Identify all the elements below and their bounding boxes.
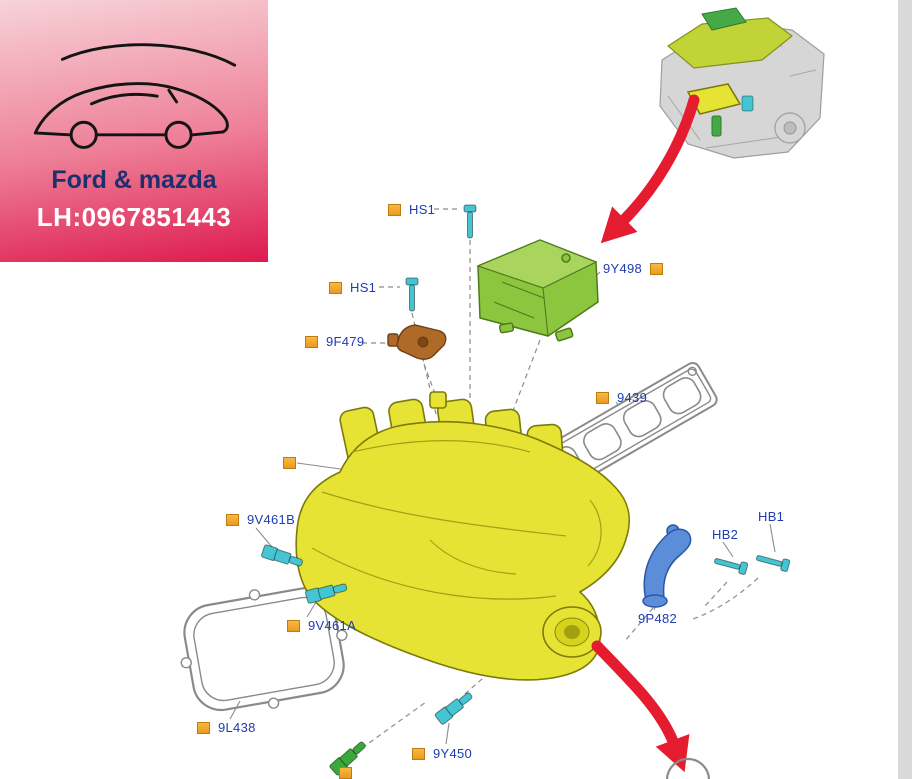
part-label-9439: 9439 (596, 390, 647, 405)
bolt-art-hs1-a (463, 204, 477, 239)
red-arrow-top-icon (600, 94, 700, 244)
part-number: 9V461B (247, 512, 296, 527)
part-art-seal-ring (665, 757, 711, 779)
part-marker-icon (596, 391, 609, 404)
part-label-9f479: 9F479 (305, 334, 364, 349)
logo-phone-text: LH:0967851443 (36, 202, 232, 232)
part-label-hb2: HB2 (712, 527, 738, 542)
part-label-9y450: 9Y450 (412, 746, 472, 761)
part-number: HB1 (758, 509, 785, 524)
part-marker-icon (305, 335, 318, 348)
part-label-9l438: 9L438 (197, 720, 256, 735)
part-art-9y498-air-box (476, 239, 599, 342)
part-number: 9Y498 (603, 261, 643, 276)
part-label-hs1-b: HS1 (329, 280, 376, 295)
engine-thumbnail-art (659, 7, 825, 159)
part-number: 9439 (617, 390, 648, 405)
sensor-art-9y450 (433, 689, 476, 726)
part-number: HS1 (350, 280, 377, 295)
red-arrow-bottom-icon (591, 640, 690, 773)
bolt-art-hb2 (712, 554, 749, 576)
part-art-9f479-sensor (387, 324, 447, 360)
part-marker-icon (650, 262, 664, 275)
bolt-art-hs1-b (405, 277, 419, 312)
part-label-9v461a: 9V461A (287, 618, 356, 633)
part-marker-icon (287, 619, 300, 632)
part-marker-icon (339, 767, 352, 779)
car-logo-icon (33, 43, 237, 149)
part-marker-icon (283, 457, 296, 469)
part-number: 9L438 (218, 720, 256, 735)
part-label-hs1-a: HS1 (388, 202, 435, 217)
part-number: 9F479 (326, 334, 365, 349)
part-number: 9P482 (638, 611, 678, 626)
part-art-intake-manifold (295, 391, 630, 681)
seller-logo-banner: Ford & mazda LH:0967851443 (0, 0, 268, 262)
bolt-art-hb1 (754, 551, 791, 573)
part-label-hb1: HB1 (758, 509, 784, 524)
part-number: 9V461A (308, 618, 357, 633)
right-edge-strip (898, 0, 912, 779)
part-art-9l438-gasket (180, 586, 348, 712)
part-number: HB2 (712, 527, 739, 542)
part-marker-icon (412, 747, 425, 760)
part-marker-icon (329, 281, 342, 294)
part-marker-icon (197, 721, 210, 734)
part-number: HS1 (409, 202, 436, 217)
logo-brand-text: Ford & mazda (51, 166, 217, 194)
part-art-9p482-bracket (642, 524, 692, 608)
part-label-9y498: 9Y498 (603, 261, 664, 276)
part-number: 9Y450 (433, 746, 473, 761)
part-marker-icon (226, 513, 239, 526)
part-label-9p482: 9P482 (638, 611, 677, 626)
part-label-9v461b: 9V461B (226, 512, 295, 527)
part-marker-icon (388, 203, 401, 216)
